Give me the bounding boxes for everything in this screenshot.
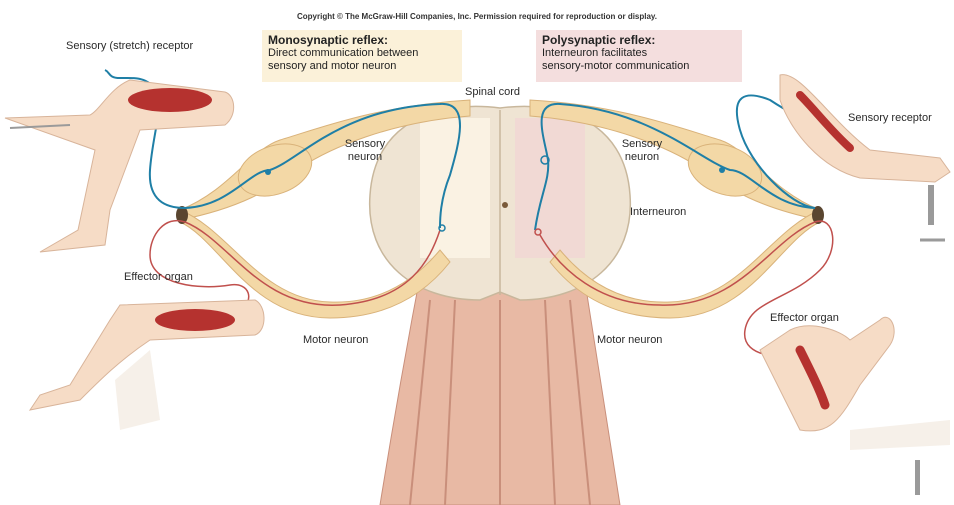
monosynaptic-title: Monosynaptic reflex: (268, 34, 456, 47)
label-sensory-stretch-receptor: Sensory (stretch) receptor (66, 40, 193, 53)
monosynaptic-reflex-box: Monosynaptic reflex: Direct communicatio… (262, 30, 462, 82)
lower-right-arm (760, 317, 950, 495)
label-sensory-neuron-right-2: neuron (612, 151, 672, 164)
polysynaptic-line-2: sensory-motor communication (542, 60, 736, 73)
polysynaptic-highlight (515, 118, 585, 258)
polysynaptic-title: Polysynaptic reflex: (542, 34, 736, 47)
label-interneuron: Interneuron (630, 206, 686, 219)
label-effector-organ-right: Effector organ (770, 312, 839, 325)
monosynaptic-line-1: Direct communication between (268, 47, 456, 60)
label-sensory-neuron-left-2: neuron (335, 151, 395, 164)
central-canal (502, 202, 508, 208)
polysynaptic-reflex-box: Polysynaptic reflex: Interneuron facilit… (536, 30, 742, 82)
label-spinal-cord: Spinal cord (465, 86, 520, 99)
lower-left-leg (30, 300, 264, 430)
label-sensory-receptor: Sensory receptor (848, 112, 932, 125)
label-motor-neuron-left: Motor neuron (303, 334, 368, 347)
copyright-notice: Copyright © The McGraw-Hill Companies, I… (0, 10, 954, 23)
monosynaptic-highlight (420, 118, 490, 258)
polysynaptic-line-1: Interneuron facilitates (542, 47, 736, 60)
label-motor-neuron-right: Motor neuron (597, 334, 662, 347)
monosynaptic-line-2: sensory and motor neuron (268, 60, 456, 73)
label-effector-organ-left: Effector organ (124, 271, 193, 284)
label-sensory-neuron-left-1: Sensory (335, 138, 395, 151)
label-sensory-neuron-right-1: Sensory (612, 138, 672, 151)
